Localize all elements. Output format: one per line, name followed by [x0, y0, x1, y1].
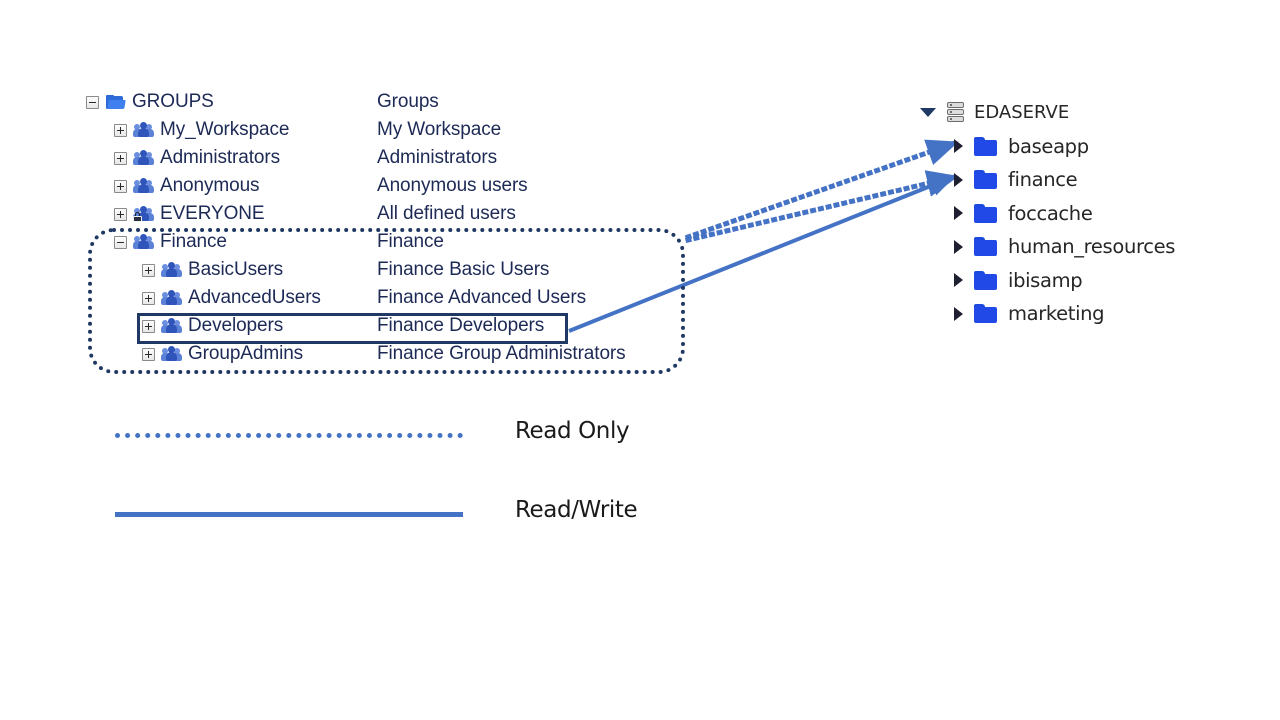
expander-plus-icon[interactable]	[142, 347, 155, 361]
chevron-right-icon[interactable]	[954, 206, 963, 221]
folder-icon	[974, 304, 997, 324]
tree-row-description: Finance Developers	[377, 315, 545, 336]
tree-row-baseapp[interactable]: baseapp	[920, 130, 1175, 164]
tree-row-name: EVERYONE	[160, 203, 265, 224]
expander-plus-icon[interactable]	[142, 263, 155, 277]
tree-row-name: Administrators	[160, 147, 281, 168]
folder-icon	[974, 136, 997, 156]
legend-label: Read/Write	[515, 497, 638, 523]
chevron-right-icon[interactable]	[954, 273, 963, 288]
expander-plus-icon[interactable]	[114, 179, 127, 193]
group-locked-icon	[133, 206, 154, 222]
tree-row-anonymous[interactable]: Anonymous Anonymous users	[86, 172, 626, 200]
chevron-right-icon[interactable]	[954, 239, 963, 254]
expander-plus-icon[interactable]	[114, 123, 127, 137]
legend-label: Read Only	[515, 418, 630, 444]
group-icon	[133, 178, 154, 194]
expander-plus-icon[interactable]	[142, 291, 155, 305]
groups-tree: GROUPS Groups My_Workspace My Workspace …	[86, 88, 626, 368]
tree-row-description: My Workspace	[377, 119, 502, 140]
group-icon	[161, 346, 182, 362]
chevron-right-icon[interactable]	[954, 306, 963, 321]
group-icon	[161, 318, 182, 334]
tree-row-advancedusers[interactable]: AdvancedUsers Finance Advanced Users	[86, 284, 626, 312]
tree-row-name: GroupAdmins	[188, 343, 304, 364]
group-icon	[161, 290, 182, 306]
expander-plus-icon[interactable]	[114, 207, 127, 221]
folder-icon	[974, 270, 997, 290]
tree-row-name: AdvancedUsers	[188, 287, 321, 308]
tree-row-name: BasicUsers	[188, 259, 284, 280]
tree-row-description: Anonymous users	[377, 175, 528, 196]
chevron-right-icon[interactable]	[954, 172, 963, 187]
group-icon	[161, 262, 182, 278]
tree-row-groups[interactable]: GROUPS Groups	[86, 88, 626, 116]
group-icon	[133, 150, 154, 166]
developers-highlight-box	[137, 313, 568, 344]
tree-row-name: EDASERVE	[974, 102, 1070, 124]
lock-icon	[133, 212, 142, 222]
tree-row-basicusers[interactable]: BasicUsers Finance Basic Users	[86, 256, 626, 284]
tree-row-name: baseapp	[1008, 134, 1089, 158]
group-icon	[133, 234, 154, 250]
expander-plus-icon[interactable]	[142, 319, 155, 333]
connector-finance-to-finance	[684, 170, 959, 244]
tree-row-edaserve[interactable]: EDASERVE	[920, 96, 1175, 130]
tree-row-administrators[interactable]: Administrators Administrators	[86, 144, 626, 172]
tree-row-name: foccache	[1008, 201, 1093, 225]
tree-row-name: finance	[1008, 168, 1078, 192]
tree-row-marketing[interactable]: marketing	[920, 297, 1175, 331]
tree-row-description: Finance Basic Users	[377, 259, 550, 280]
expander-plus-icon[interactable]	[114, 151, 127, 165]
tree-row-description: Finance	[377, 231, 444, 252]
server-icon	[947, 101, 964, 124]
connector-finance-to-baseapp	[684, 139, 959, 241]
server-tree: EDASERVE baseapp finance foccache human_…	[920, 96, 1175, 331]
tree-row-groupadmins[interactable]: GroupAdmins Finance Group Administrators	[86, 340, 626, 368]
expander-minus-icon[interactable]	[114, 235, 127, 249]
tree-row-description: Finance Advanced Users	[377, 287, 587, 308]
tree-row-description: Groups	[377, 91, 439, 112]
tree-row-everyone[interactable]: EVERYONE All defined users	[86, 200, 626, 228]
legend-swatch-dotted-line	[115, 433, 463, 438]
tree-row-name: marketing	[1008, 302, 1105, 326]
tree-row-name: My_Workspace	[160, 119, 290, 140]
tree-row-human-resources[interactable]: human_resources	[920, 230, 1175, 264]
tree-row-description: Finance Group Administrators	[377, 343, 626, 364]
group-icon	[133, 122, 154, 138]
folder-icon	[974, 203, 997, 223]
chevron-down-icon[interactable]	[920, 108, 936, 118]
tree-row-my-workspace[interactable]: My_Workspace My Workspace	[86, 116, 626, 144]
tree-row-name: Developers	[188, 315, 284, 336]
tree-row-description: All defined users	[377, 203, 516, 224]
tree-row-description: Administrators	[377, 147, 498, 168]
expander-minus-icon[interactable]	[86, 95, 99, 109]
tree-row-ibisamp[interactable]: ibisamp	[920, 264, 1175, 298]
tree-row-finance[interactable]: Finance Finance	[86, 228, 626, 256]
tree-row-name: Finance	[160, 231, 227, 252]
folder-icon	[974, 237, 997, 257]
folder-open-icon	[106, 94, 126, 110]
tree-row-name: GROUPS	[132, 91, 214, 112]
chevron-right-icon[interactable]	[954, 139, 963, 154]
tree-row-developers[interactable]: Developers Finance Developers	[86, 312, 626, 340]
tree-row-foccache[interactable]: foccache	[920, 197, 1175, 231]
folder-icon	[974, 170, 997, 190]
tree-row-finance-folder[interactable]: finance	[920, 163, 1175, 197]
tree-row-name: human_resources	[1008, 235, 1176, 259]
legend-swatch-solid-line	[115, 512, 463, 517]
tree-row-name: Anonymous	[160, 175, 260, 196]
tree-row-name: ibisamp	[1008, 268, 1083, 292]
